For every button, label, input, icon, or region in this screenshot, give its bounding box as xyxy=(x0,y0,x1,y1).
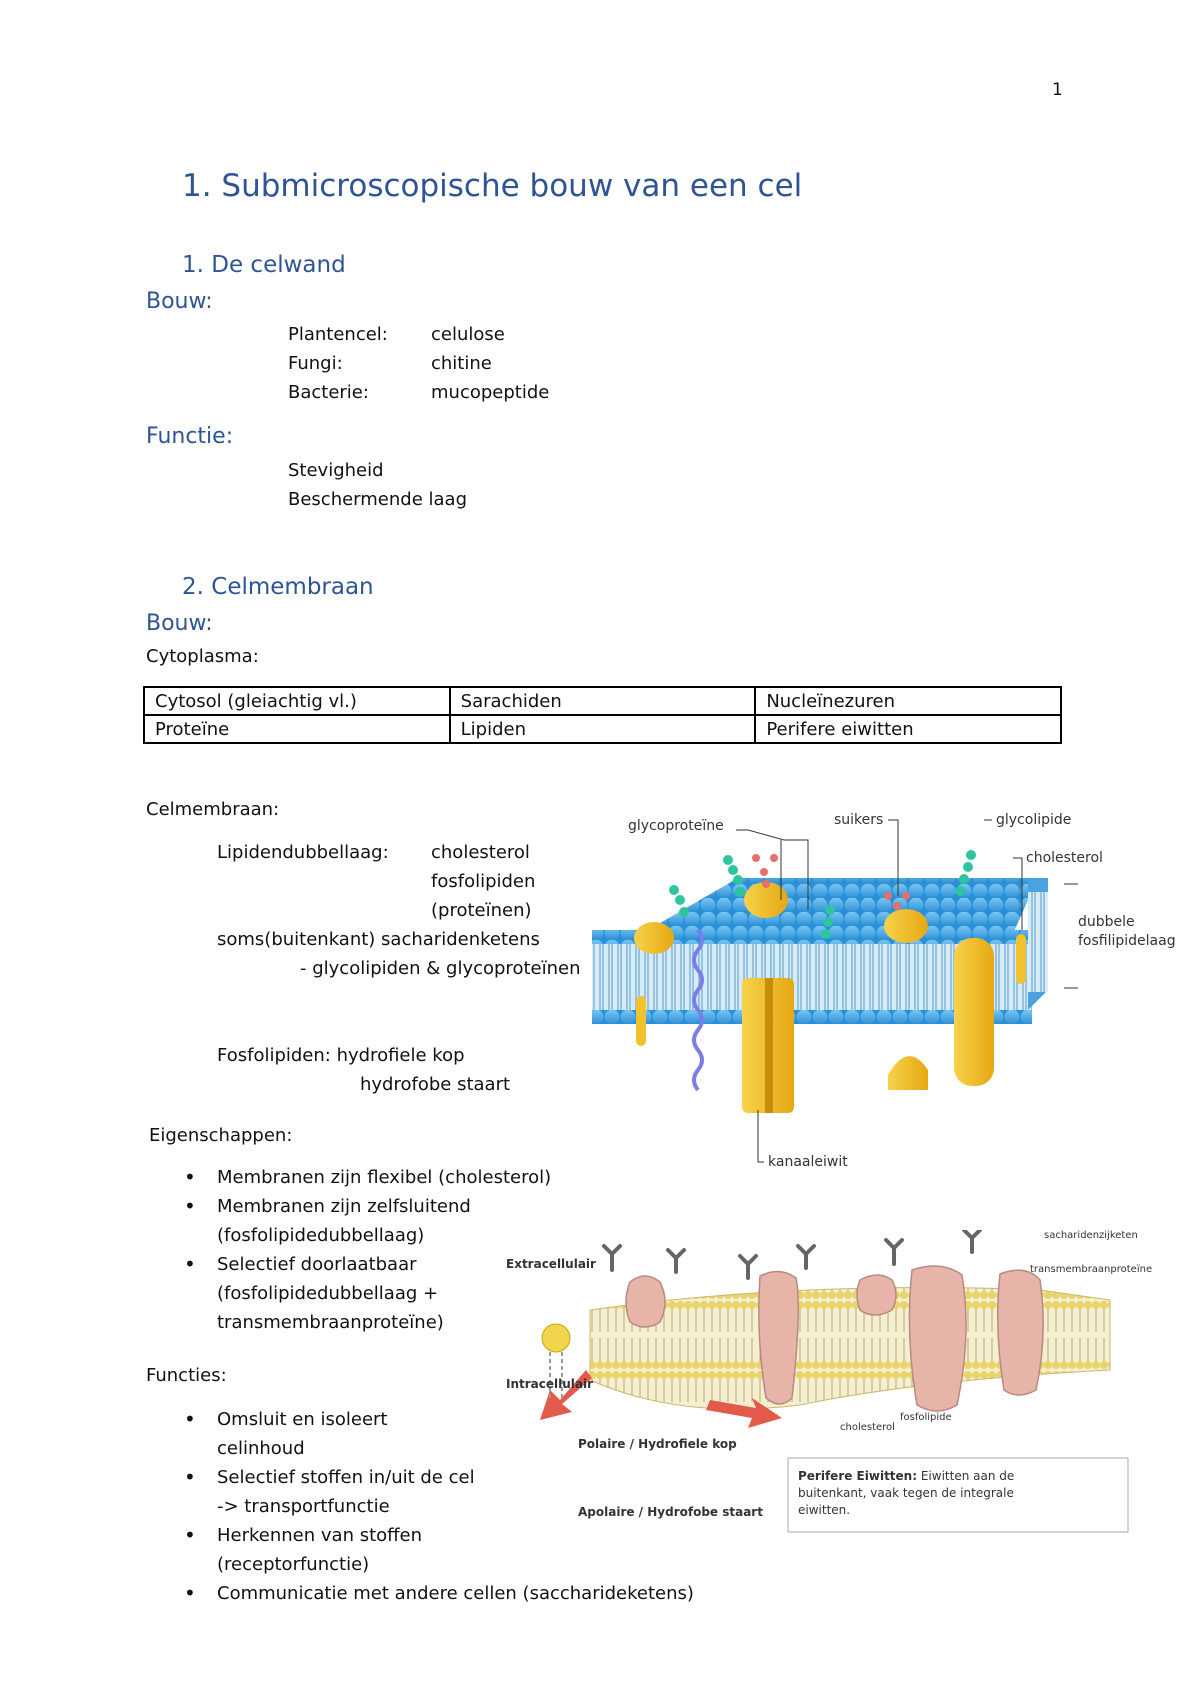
fosfolipiden-text: Fosfolipiden: hydrofiele kop xyxy=(217,1045,465,1066)
table-cell: Nucleïnezuren xyxy=(754,686,1062,716)
celwand-key-1: Plantencel: xyxy=(288,324,388,345)
channel-pore xyxy=(765,978,773,1113)
peripheral-protein-shape xyxy=(888,1056,928,1090)
cholesterol-shape xyxy=(1016,934,1026,984)
list-item: Selectief stoffen in/uit de cel -> trans… xyxy=(184,1463,477,1521)
fosfolipiden-text-2: hydrofobe staart xyxy=(360,1074,511,1095)
protein-shape xyxy=(634,922,674,954)
table-cell: Proteïne xyxy=(143,714,451,744)
table-cell: Sarachiden xyxy=(448,686,757,716)
cholesterol-shape xyxy=(636,996,646,1046)
section-heading-celwand: 1. De celwand xyxy=(182,252,346,278)
section-heading-celmembraan: 2. Celmembraan xyxy=(182,574,374,600)
lipiden-value: fosfolipiden xyxy=(431,871,536,892)
soms-text: soms(buitenkant) sacharidenketens xyxy=(217,929,540,950)
functie-item: Beschermende laag xyxy=(288,489,467,510)
label-cholesterol-2: cholesterol xyxy=(840,1422,895,1433)
table-cell: Perifere eiwitten xyxy=(754,714,1062,744)
leader-lines xyxy=(736,819,1078,1163)
transmembrane-proteins xyxy=(625,1265,1044,1412)
list-item: Omsluit en isoleert celinhoud xyxy=(184,1405,427,1463)
list-item: Membranen zijn zelfsluitend (fosfolipide… xyxy=(184,1192,484,1250)
saccharide-side-chains xyxy=(602,1230,982,1280)
sugar-branches xyxy=(752,854,910,910)
helix-protein xyxy=(692,928,704,1092)
bouw-label-2: Bouw: xyxy=(146,611,213,636)
celmembraan-label: Celmembraan: xyxy=(146,799,280,820)
list-item: Selectief doorlaatbaar (fosfolipidedubbe… xyxy=(184,1250,484,1337)
lipiden-key: Lipidendubbellaag: xyxy=(217,842,389,863)
functies-label: Functies: xyxy=(146,1365,227,1386)
label-transmembraanproteine: transmembraanproteïne xyxy=(1030,1264,1152,1275)
celwand-key-3: Bacterie: xyxy=(288,382,369,403)
functies-list: Omsluit en isoleert celinhoud Selectief … xyxy=(184,1405,694,1608)
label-polaire: Polaire / Hydrofiele kop xyxy=(578,1437,737,1451)
celwand-value-2: chitine xyxy=(431,353,492,374)
membrane-diagram: glycoproteïne suikers glycolipide choles… xyxy=(592,812,1176,1170)
label-extracellulair: Extracellulair xyxy=(506,1257,596,1271)
membrane-cross-section-diagram: Perifere Eiwitten: Eiwitten aan de buite… xyxy=(506,1230,1152,1533)
eigenschappen-list: Membranen zijn flexibel (cholesterol) Me… xyxy=(184,1163,551,1337)
table-row: Proteïne Lipiden Perifere eiwitten xyxy=(143,714,1062,744)
list-item: Herkennen van stoffen (receptorfunctie) xyxy=(184,1521,474,1579)
label-kanaaleiwit: kanaaleiwit xyxy=(768,1154,848,1170)
label-sacharidenzijketen: sacharidenzijketen xyxy=(1044,1230,1138,1241)
celwand-value-3: mucopeptide xyxy=(431,382,550,403)
cytoplasma-table: Cytosol (gleiachtig vl.) Sarachiden Nucl… xyxy=(143,686,1062,744)
table-cell: Cytosol (gleiachtig vl.) xyxy=(143,686,451,716)
tail-layer-side xyxy=(1028,892,1048,992)
cytoplasma-label: Cytoplasma: xyxy=(146,646,259,667)
functie-label: Functie: xyxy=(146,424,234,449)
page-number: 1 xyxy=(1052,80,1063,100)
list-item: Communicatie met andere cellen (sacchari… xyxy=(184,1579,757,1608)
protein-shape xyxy=(884,909,928,943)
functie-item: Stevigheid xyxy=(288,460,384,481)
table-row: Cytosol (gleiachtig vl.) Sarachiden Nucl… xyxy=(143,686,1062,716)
glycoprotein-shape xyxy=(744,882,788,918)
table-cell: Lipiden xyxy=(448,714,757,744)
lipiden-value: (proteïnen) xyxy=(431,900,532,921)
perifere-text-2: buitenkant, vaak tegen de integrale xyxy=(798,1486,1014,1500)
label-fosfolipide: fosfolipide xyxy=(900,1412,952,1423)
list-item: Membranen zijn flexibel (cholesterol) xyxy=(184,1163,617,1192)
label-glycolipide: glycolipide xyxy=(996,812,1071,828)
label-fosfolipidelaag: fosfilipidelaag xyxy=(1078,933,1176,949)
lipiden-value: cholesterol xyxy=(431,842,530,863)
label-dubbele: dubbele xyxy=(1078,914,1135,930)
label-suikers: suikers xyxy=(834,812,883,828)
eigenschappen-label: Eigenschappen: xyxy=(149,1125,293,1146)
phospholipid-icon xyxy=(541,1323,571,1400)
page-title: 1. Submicroscopische bouw van een cel xyxy=(182,168,803,204)
perifere-eiwitten-box xyxy=(787,1457,1129,1533)
perifere-title: Perifere Eiwitten: Eiwitten aan de xyxy=(798,1469,1014,1483)
label-cholesterol: cholesterol xyxy=(1026,850,1103,866)
transmembrane-protein-shape xyxy=(954,938,994,1086)
sugar-chains xyxy=(669,850,976,939)
label-intracellulair: Intracellulair xyxy=(506,1377,593,1391)
label-glycoproteine: glycoproteïne xyxy=(628,818,724,834)
arrows xyxy=(540,1370,782,1428)
glyco-text: - glycolipiden & glycoproteïnen xyxy=(300,958,581,979)
celwand-key-2: Fungi: xyxy=(288,353,343,374)
bouw-label: Bouw: xyxy=(146,289,213,314)
label-apolaire: Apolaire / Hydrofobe staart xyxy=(578,1505,763,1519)
perifere-text-3: eiwitten. xyxy=(798,1503,850,1517)
celwand-value-1: celulose xyxy=(431,324,505,345)
